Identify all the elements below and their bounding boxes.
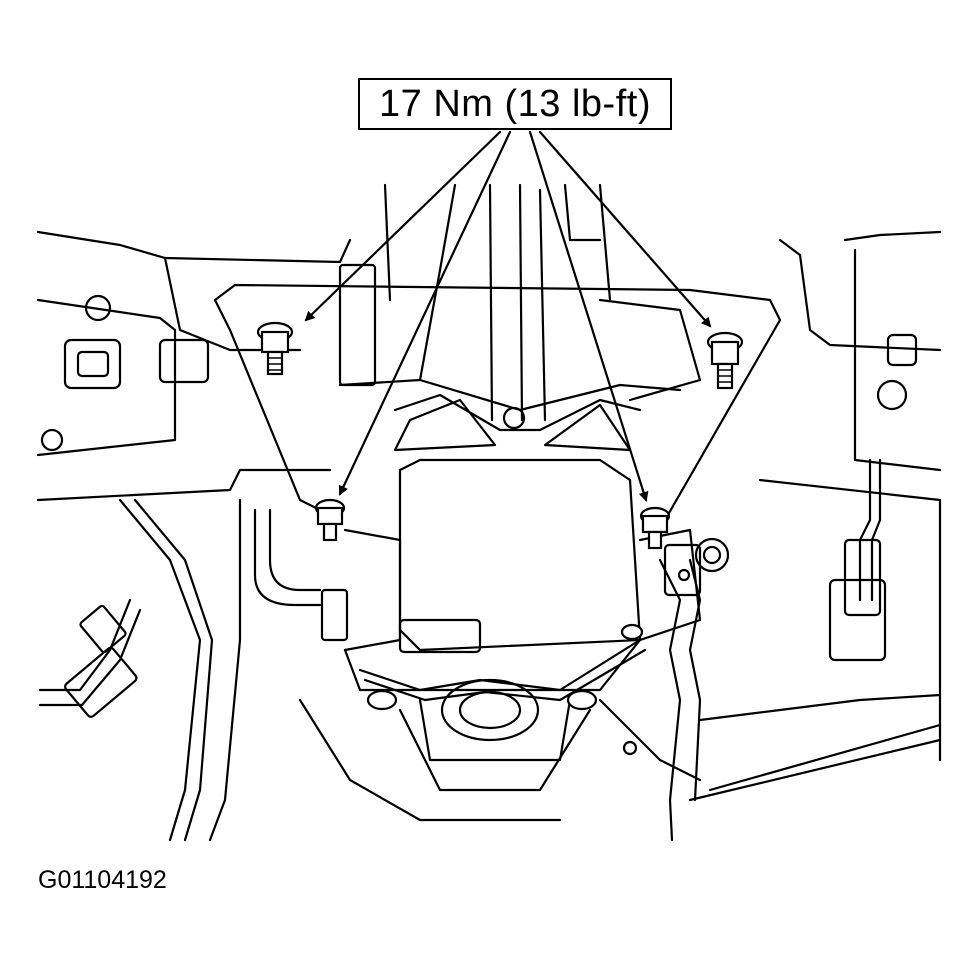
fastener-upper-left bbox=[256, 321, 294, 376]
leader-arrow-icon bbox=[338, 130, 512, 496]
leader-arrow-icon bbox=[538, 130, 712, 328]
fastener-upper-right bbox=[706, 331, 744, 390]
lower-nuts bbox=[366, 623, 644, 711]
leader-arrow-icon bbox=[304, 130, 502, 322]
hex-nut-icon bbox=[566, 689, 598, 711]
steering-column-shaft bbox=[338, 183, 702, 422]
column-lower-housing bbox=[320, 458, 730, 792]
hex-nut-icon bbox=[366, 689, 398, 711]
column-mounting-bracket bbox=[213, 283, 782, 522]
torque-spec-callout: 17 Nm (13 lb-ft) bbox=[358, 78, 672, 130]
hex-nut-icon bbox=[620, 623, 644, 641]
fastener-lower-left bbox=[314, 498, 346, 542]
torque-spec-label: 17 Nm (13 lb-ft) bbox=[379, 82, 651, 125]
lower-frame bbox=[253, 508, 702, 822]
dash-panel-outline bbox=[36, 230, 352, 502]
leader-arrows bbox=[304, 130, 712, 502]
figure-id-label: G01104192 bbox=[38, 866, 167, 894]
leader-arrow-icon bbox=[528, 130, 649, 502]
wiring-harness bbox=[38, 458, 887, 842]
fastener-lower-right bbox=[639, 506, 671, 550]
right-bracket-structure bbox=[688, 230, 942, 802]
